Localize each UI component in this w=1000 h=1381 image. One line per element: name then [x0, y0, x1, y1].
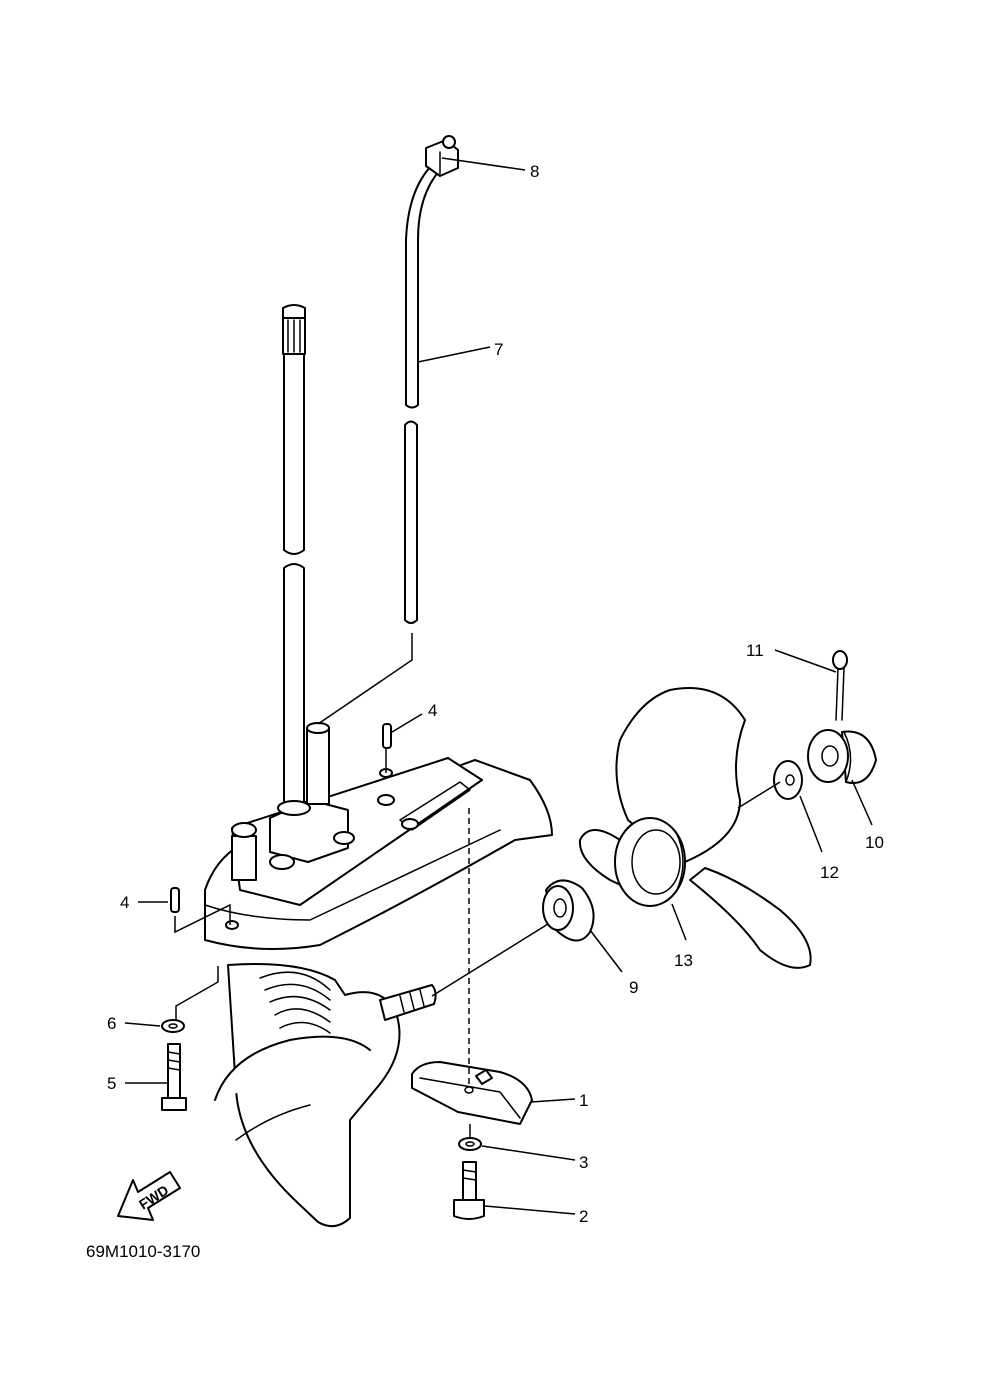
- propeller: [578, 687, 812, 969]
- callout-4-top: 4: [428, 701, 437, 720]
- spacer-9: [542, 879, 595, 942]
- callout-2: 2: [579, 1207, 588, 1226]
- anode: [411, 1061, 533, 1125]
- callout-3: 3: [579, 1153, 588, 1172]
- diagram-code: 69M1010-3170: [86, 1242, 200, 1261]
- callout-10: 10: [865, 833, 884, 852]
- bolt-2: [453, 1161, 485, 1220]
- callout-11: 11: [746, 641, 764, 660]
- callout-12: 12: [820, 863, 839, 882]
- washer-6: [161, 1019, 185, 1033]
- callout-6: 6: [107, 1014, 116, 1033]
- callout-8: 8: [530, 162, 539, 181]
- drive-shaft: [282, 304, 306, 809]
- water-tube: [404, 164, 441, 624]
- propeller-nut: [807, 729, 877, 784]
- washer-3: [458, 1137, 482, 1151]
- washer-12: [773, 760, 803, 800]
- grommet: [425, 135, 459, 177]
- callout-7: 7: [494, 340, 503, 359]
- lower-case: [204, 722, 553, 1228]
- bolt-5: [161, 1043, 187, 1111]
- callouts: 1 2 3 4 4 5 6 7 8 9 10 11 12 13: [107, 162, 884, 1226]
- leader-lines: [124, 157, 873, 1215]
- callout-1: 1: [579, 1091, 588, 1110]
- callout-5: 5: [107, 1074, 116, 1093]
- callout-9: 9: [629, 978, 638, 997]
- fwd-arrow-icon: FWD: [117, 1171, 181, 1221]
- cotter-pin: [832, 650, 848, 721]
- callout-13: 13: [674, 951, 693, 970]
- callout-4-left: 4: [120, 893, 129, 912]
- dowel-pins: [170, 723, 392, 913]
